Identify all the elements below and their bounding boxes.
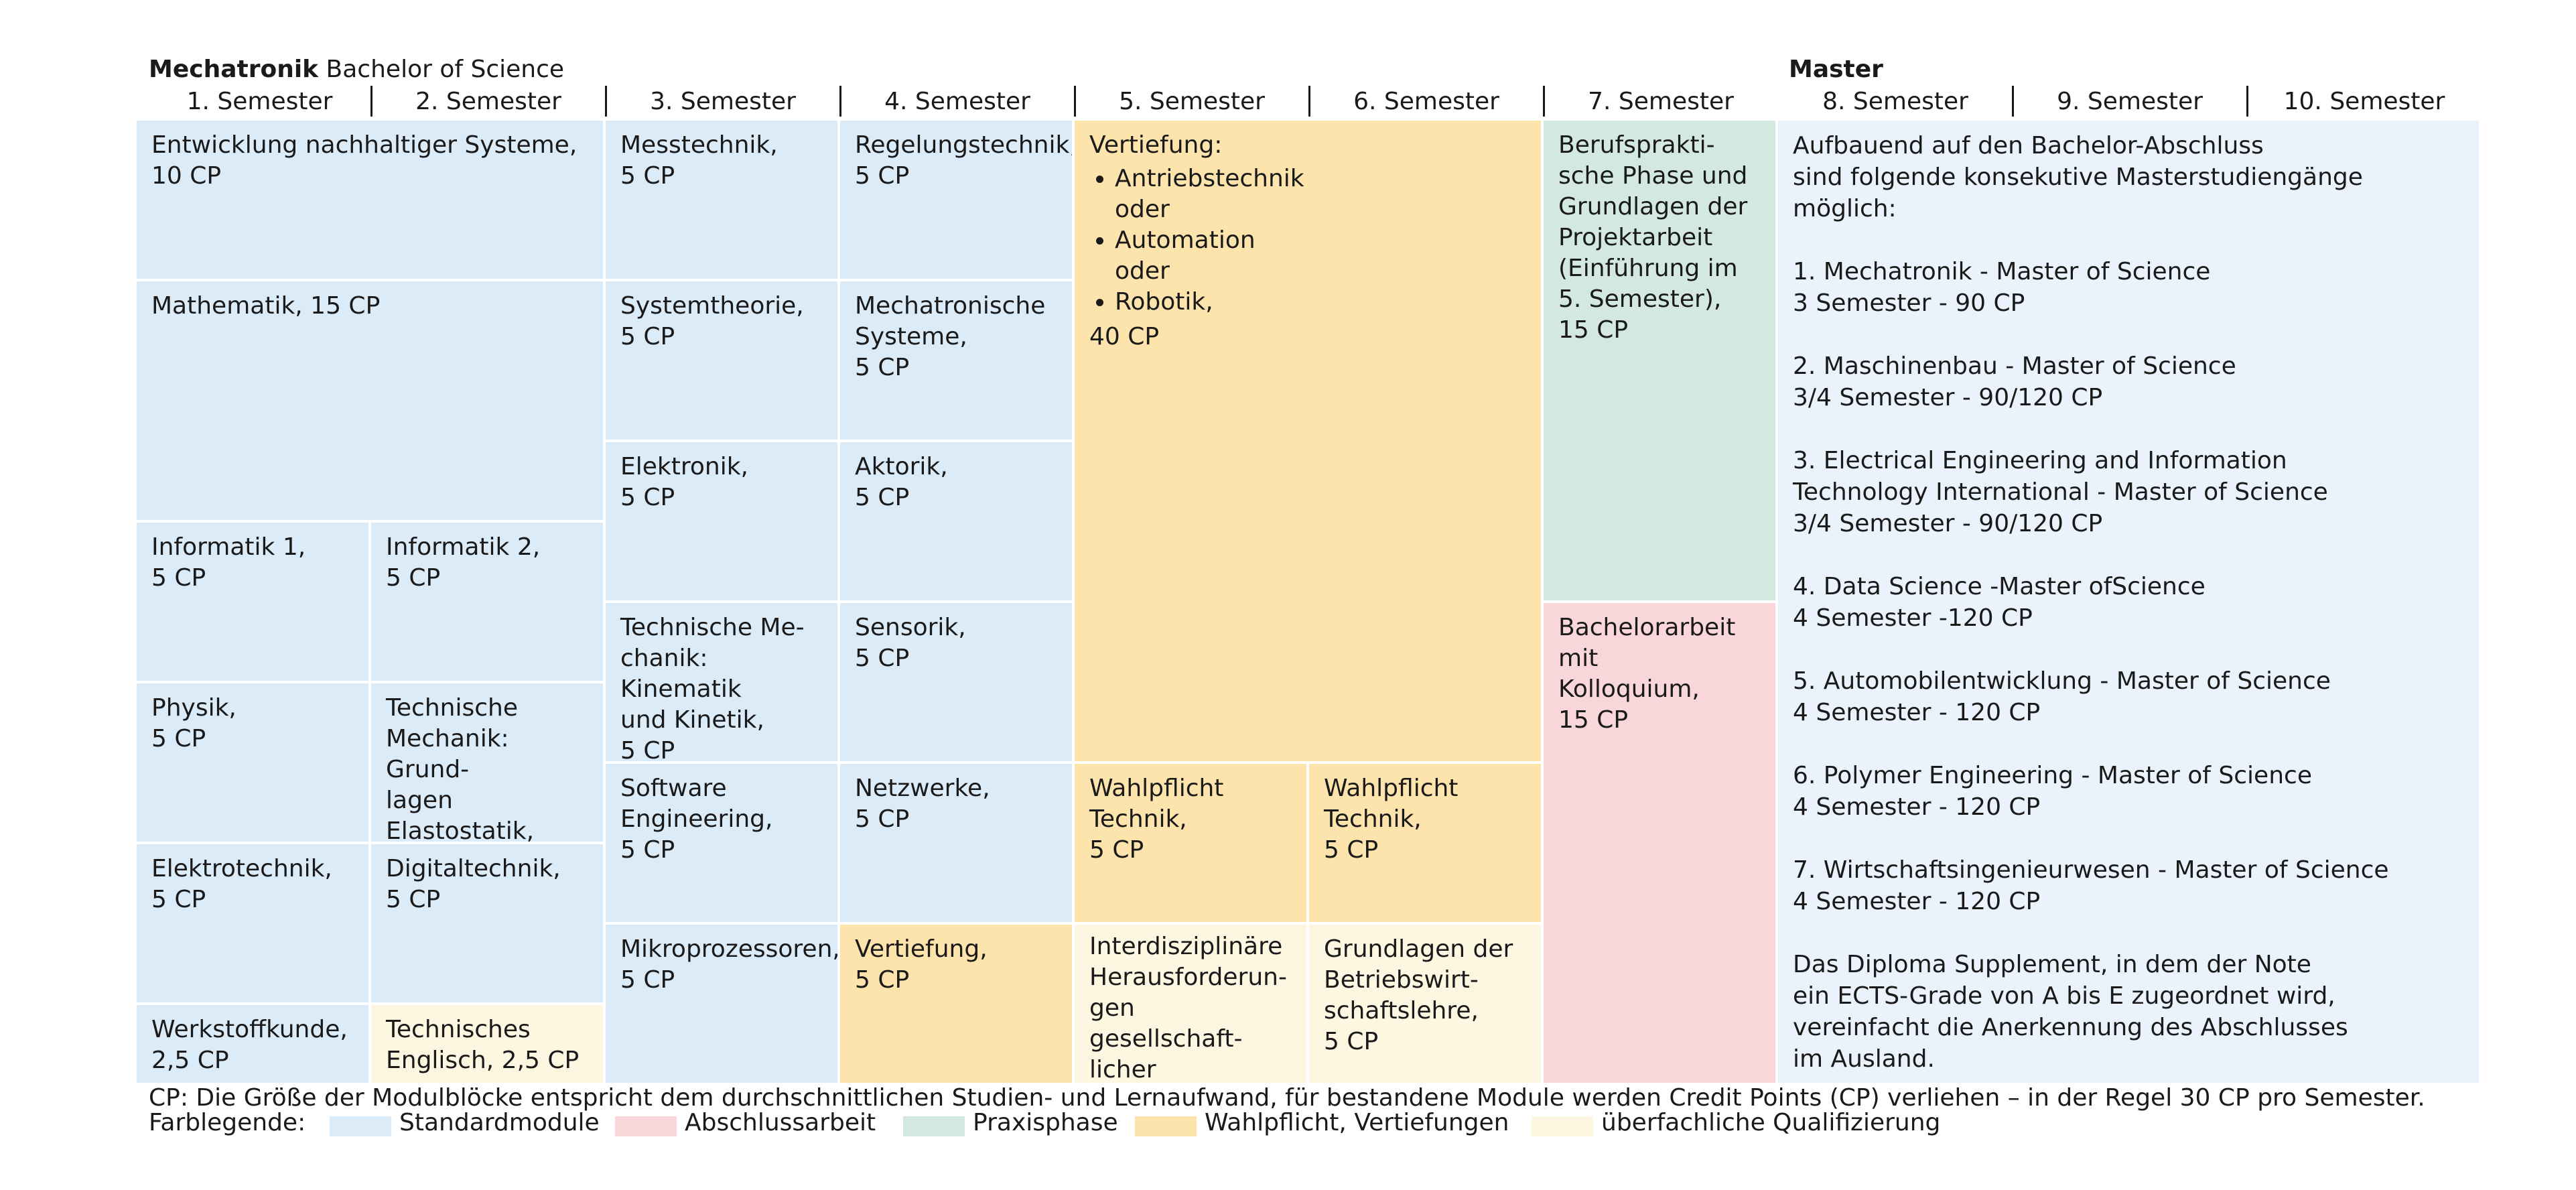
footer-note: CP: Die Größe der Modulblöcke entspricht… xyxy=(149,1084,2425,1112)
program-degree: Bachelor of Science xyxy=(318,56,565,83)
semester-5-header: 5. Semester xyxy=(1119,88,1265,115)
module-physik: Physik, 5 CP xyxy=(137,683,368,842)
legend-item-elective: Wahlpflicht, Vertiefungen xyxy=(1205,1109,1509,1136)
module-interdisziplinaere-herausforderungen: Interdisziplinäre Herausforderun- gen ge… xyxy=(1075,925,1306,1083)
semester-divider xyxy=(1543,86,1545,117)
legend-swatch-elective xyxy=(1135,1116,1197,1136)
semester-divider xyxy=(370,86,372,117)
vertiefung-title: Vertiefung: xyxy=(1089,131,1223,159)
semester-divider xyxy=(605,86,607,117)
module-informatik-2: Informatik 2, 5 CP xyxy=(371,523,603,681)
module-wahlpflicht-technik-sem6: Wahlpflicht Technik, 5 CP xyxy=(1309,764,1541,922)
semester-6-header: 6. Semester xyxy=(1353,88,1499,115)
vertiefung-option: Automation oder xyxy=(1115,225,1526,287)
module-werkstoffkunde: Werkstoffkunde, 2,5 CP xyxy=(137,1005,368,1083)
program-title: Mechatronik Bachelor of Science xyxy=(149,56,564,83)
semester-divider xyxy=(2246,86,2248,117)
vertiefung-option: Antriebstechnik oder xyxy=(1115,163,1526,225)
module-mathematik: Mathematik, 15 CP xyxy=(137,281,603,520)
master-info-panel: Aufbauend auf den Bachelor-Abschluss sin… xyxy=(1778,121,2479,1083)
module-elektrotechnik: Elektrotechnik, 5 CP xyxy=(137,844,368,1002)
legend-item-interdisciplinary: überfachliche Qualifizierung xyxy=(1601,1109,1941,1136)
semester-3-header: 3. Semester xyxy=(650,88,796,115)
semester-divider xyxy=(1308,86,1310,117)
module-technische-mechanik-kinematik: Technische Me- chanik: Kinematik und Kin… xyxy=(606,603,837,761)
module-mikroprozessoren: Mikroprozessoren, 5 CP xyxy=(606,925,837,1083)
semester-divider xyxy=(2012,86,2014,117)
semester-10-header: 10. Semester xyxy=(2283,88,2445,115)
vertiefung-options: Antriebstechnik oder Automation oder Rob… xyxy=(1089,163,1526,318)
semester-7-header: 7. Semester xyxy=(1588,88,1734,115)
semester-8-header: 8. Semester xyxy=(1822,88,1968,115)
legend-item-practice: Praxisphase xyxy=(973,1109,1118,1136)
module-entwicklung-nachhaltiger-systeme: Entwicklung nachhaltiger Systeme, 10 CP xyxy=(137,121,603,279)
semester-divider xyxy=(1074,86,1076,117)
semester-1-header: 1. Semester xyxy=(186,88,333,115)
legend-swatch-standard xyxy=(330,1116,391,1136)
master-info-text: Aufbauend auf den Bachelor-Abschluss sin… xyxy=(1793,132,2389,1073)
module-technische-mechanik-elastostatik: Technische Mechanik: Grund- lagen Elasto… xyxy=(371,683,603,842)
semester-divider xyxy=(839,86,841,117)
module-bachelorarbeit: Bachelorarbeit mit Kolloquium, 15 CP xyxy=(1544,603,1775,1083)
module-regelungstechnik: Regelungstechnik, 5 CP xyxy=(840,121,1072,279)
semester-4-header: 4. Semester xyxy=(884,88,1030,115)
legend-item-thesis: Abschlussarbeit xyxy=(685,1109,876,1136)
legend-swatch-thesis xyxy=(615,1116,677,1136)
module-vertiefung-sem4: Vertiefung, 5 CP xyxy=(840,925,1072,1083)
legend-item-standard: Standardmodule xyxy=(399,1109,600,1136)
module-informatik-1: Informatik 1, 5 CP xyxy=(137,523,368,681)
legend-label: Farblegende: xyxy=(149,1109,306,1136)
module-software-engineering: Software Engineering, 5 CP xyxy=(606,764,837,922)
master-heading: Master xyxy=(1789,56,1883,83)
legend-swatch-interdisciplinary xyxy=(1532,1116,1593,1136)
module-elektronik: Elektronik, 5 CP xyxy=(606,442,837,600)
module-vertiefung: Vertiefung: Antriebstechnik oder Automat… xyxy=(1075,121,1541,761)
module-grundlagen-bwl: Grundlagen der Betriebswirt- schaftslehr… xyxy=(1309,925,1541,1083)
vertiefung-cp: 40 CP xyxy=(1089,323,1160,350)
module-wahlpflicht-technik-sem5: Wahlpflicht Technik, 5 CP xyxy=(1075,764,1306,922)
module-messtechnik: Messtechnik, 5 CP xyxy=(606,121,837,279)
module-mechatronische-systeme: Mechatronische Systeme, 5 CP xyxy=(840,281,1072,440)
program-name: Mechatronik xyxy=(149,56,319,83)
module-digitaltechnik: Digitaltechnik, 5 CP xyxy=(371,844,603,1002)
semester-9-header: 9. Semester xyxy=(2057,88,2203,115)
vertiefung-option: Robotik, xyxy=(1115,287,1526,318)
module-aktorik: Aktorik, 5 CP xyxy=(840,442,1072,600)
module-systemtheorie: Systemtheorie, 5 CP xyxy=(606,281,837,440)
semester-2-header: 2. Semester xyxy=(415,88,561,115)
module-sensorik: Sensorik, 5 CP xyxy=(840,603,1072,761)
legend-swatch-practice xyxy=(903,1116,965,1136)
module-netzwerke: Netzwerke, 5 CP xyxy=(840,764,1072,922)
module-technisches-englisch: Technisches Englisch, 2,5 CP xyxy=(371,1005,603,1083)
module-berufspraktische-phase: Berufsprakti- sche Phase und Grundlagen … xyxy=(1544,121,1775,600)
